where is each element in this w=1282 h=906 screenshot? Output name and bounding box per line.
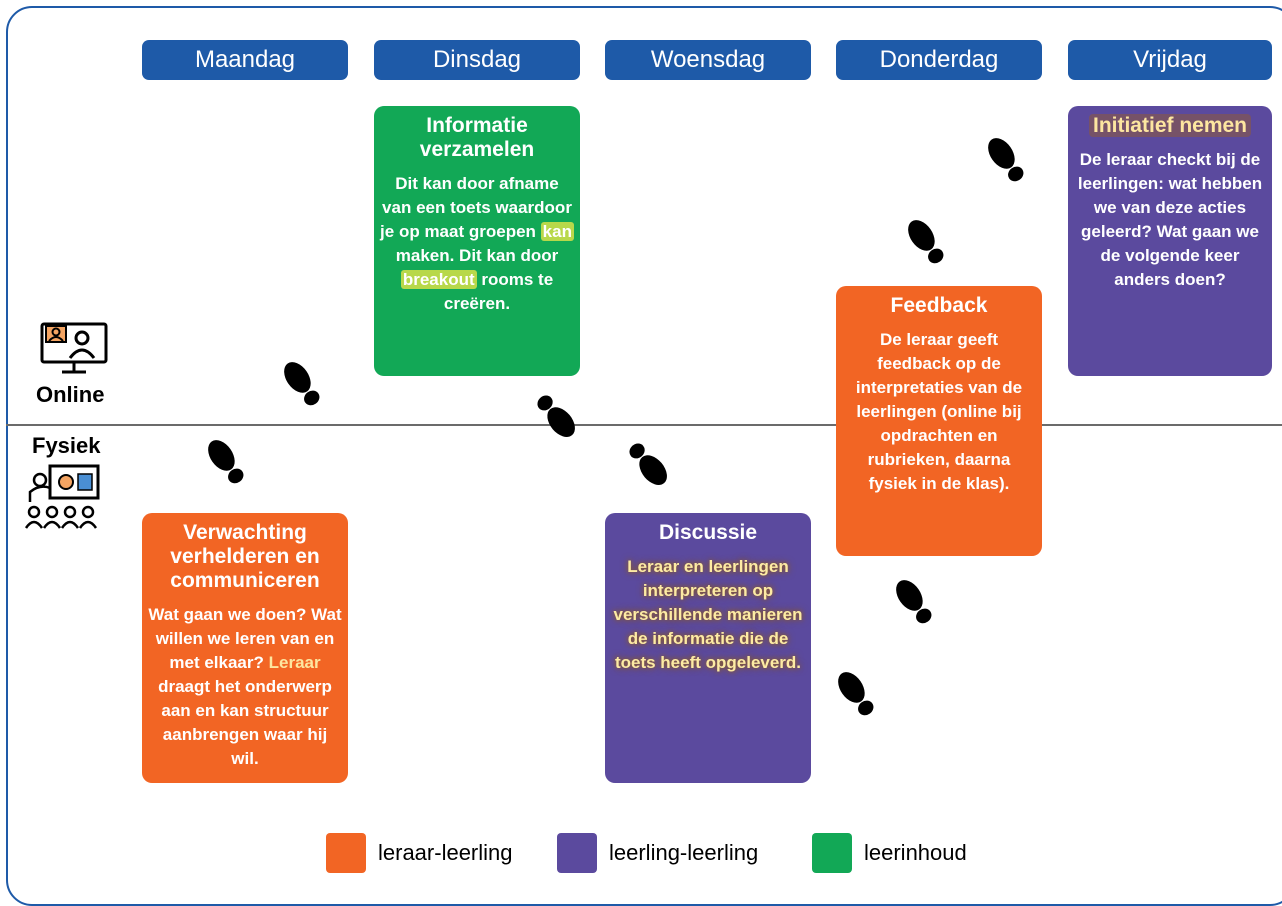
card-body-text: Wat gaan we doen? Wat willen we leren va… <box>148 605 342 672</box>
footprint-icon <box>838 672 874 716</box>
legend-item-learning-content: leerinhoud <box>812 833 967 873</box>
footprint-icon <box>537 395 575 437</box>
legend-item-student-student: leerling-leerling <box>557 833 758 873</box>
card-body-text: draagt het onderwerp aan en kan structuu… <box>158 677 332 768</box>
card-body-text: rooms te creëren. <box>443 270 554 313</box>
legend-swatch <box>326 833 366 873</box>
day-header-friday: Vrijdag <box>1068 40 1272 80</box>
card-body-text: Dit kan door afname van een toets waardo… <box>380 174 572 241</box>
card-feedback-title: Feedback <box>890 294 988 317</box>
card-information-gathering-title: Informatie verzamelen <box>419 114 535 161</box>
card-expectations: Verwachting verhelderen en communiceren … <box>142 513 348 783</box>
footprint-icon <box>629 443 667 485</box>
legend-swatch <box>812 833 852 873</box>
online-label: Online <box>36 382 105 407</box>
footprint-icon <box>896 580 932 624</box>
card-discussion-body: Leraar en leerlingen interpreteren op ve… <box>613 557 803 672</box>
card-body-text: maken. Dit kan door <box>395 246 559 265</box>
footprint-icon <box>208 440 244 484</box>
card-take-initiative-body: De leraar checkt bij de leerlingen: wat … <box>1077 150 1263 289</box>
online-presentation-icon <box>40 322 108 374</box>
online-physical-divider <box>6 424 1282 426</box>
day-header-monday: Maandag <box>142 40 348 80</box>
footprint-icon <box>988 138 1024 182</box>
physical-label: Fysiek <box>32 433 101 458</box>
day-header-tuesday: Dinsdag <box>374 40 580 80</box>
card-discussion: Discussie Leraar en leerlingen interpret… <box>605 513 811 783</box>
highlight-text: kan <box>540 222 574 241</box>
day-header-wednesday: Woensdag <box>605 40 811 80</box>
legend-swatch <box>557 833 597 873</box>
footprint-icon <box>284 362 320 406</box>
legend-label: leerling-leerling <box>609 840 759 865</box>
card-expectations-title: Verwachting verhelderen en communiceren <box>170 521 320 592</box>
card-take-initiative-title: Initiatief nemen <box>1088 114 1252 137</box>
legend-label: leraar-leerling <box>378 840 513 865</box>
footprint-icon <box>908 220 944 264</box>
card-feedback-body: De leraar geeft feedback op de interpret… <box>855 330 1023 493</box>
card-discussion-title: Discussie <box>658 521 758 544</box>
card-feedback: Feedback De leraar geeft feedback op de … <box>836 286 1042 556</box>
card-information-gathering-body: Dit kan door afname van een toets waardo… <box>380 172 574 316</box>
card-information-gathering: Informatie verzamelen Dit kan door afnam… <box>374 106 580 376</box>
card-take-initiative: Initiatief nemen De leraar checkt bij de… <box>1068 106 1272 376</box>
highlight-text: Leraar <box>268 653 321 672</box>
legend-label: leerinhoud <box>864 840 967 865</box>
legend-item-teacher-student: leraar-leerling <box>326 833 513 873</box>
card-expectations-body: Wat gaan we doen? Wat willen we leren va… <box>148 603 342 771</box>
classroom-presentation-icon <box>24 464 100 529</box>
highlight-text: breakout <box>400 270 477 289</box>
day-header-thursday: Donderdag <box>836 40 1042 80</box>
